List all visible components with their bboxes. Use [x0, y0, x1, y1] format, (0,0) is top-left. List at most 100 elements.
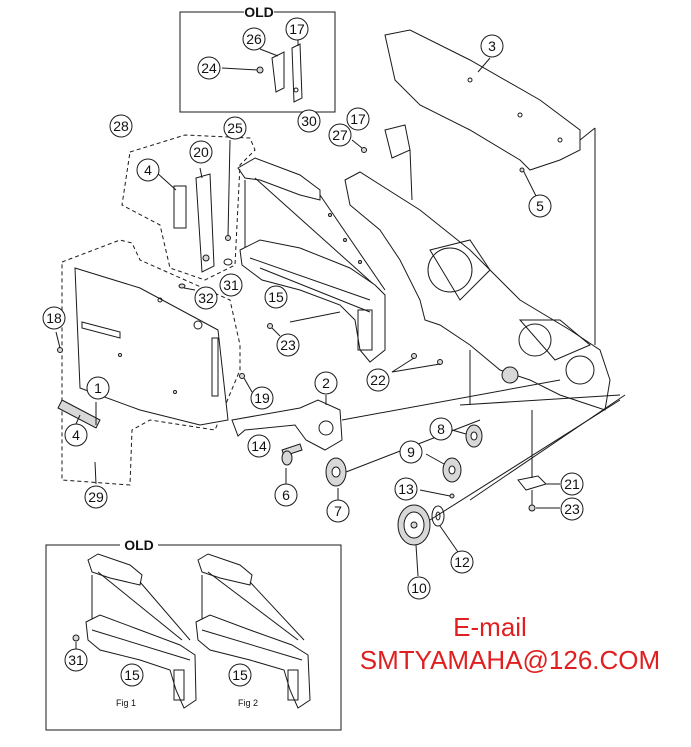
svg-text:7: 7: [334, 503, 342, 519]
email-address: SMTYAMAHA@126.COM: [359, 645, 661, 675]
washer-6: [281, 450, 293, 466]
callouts: 3 5 26 17 24 28 25 30 17 27 4 20 31 32 1…: [42, 17, 584, 687]
svg-text:26: 26: [246, 31, 262, 47]
callout-21: 21: [560, 472, 584, 496]
callout-30: 30: [297, 109, 321, 133]
part-2-lever: [231, 379, 561, 484]
callout-9: 9: [399, 440, 423, 464]
callout-17-top: 17: [285, 17, 309, 41]
part-13: [449, 493, 455, 499]
svg-text:22: 22: [370, 372, 386, 388]
callout-5: 5: [528, 194, 552, 218]
fig2-assembly: Fig 2: [195, 553, 311, 709]
part-30-frame: [237, 157, 386, 291]
svg-text:27: 27: [332, 127, 348, 143]
callout-12: 12: [450, 550, 474, 574]
svg-text:10: 10: [411, 580, 427, 596]
svg-text:13: 13: [398, 481, 414, 497]
svg-text:19: 19: [254, 390, 270, 406]
svg-text:30: 30: [301, 113, 317, 129]
svg-text:5: 5: [536, 198, 544, 214]
washer-12: [431, 505, 445, 527]
part-17-plate: [291, 43, 303, 103]
svg-text:12: 12: [454, 554, 470, 570]
screw-18: [57, 347, 63, 353]
svg-text:31: 31: [223, 277, 239, 293]
callout-23-main: 23: [276, 333, 300, 357]
callout-2: 2: [314, 371, 338, 395]
fig1-assembly: Fig 1: [72, 553, 197, 709]
part-20-bar: [195, 173, 215, 273]
screw-24: [256, 66, 264, 74]
callout-15-fig1: 15: [120, 663, 144, 687]
svg-text:21: 21: [564, 476, 580, 492]
email-label: E-mail: [453, 612, 527, 642]
svg-text:32: 32: [198, 290, 214, 306]
svg-text:23: 23: [280, 337, 296, 353]
screw-27: [361, 147, 367, 153]
callout-1: 1: [86, 376, 110, 400]
svg-text:17: 17: [289, 21, 305, 37]
svg-text:17: 17: [350, 111, 366, 127]
callout-26: 26: [242, 27, 266, 51]
fig2-label: Fig 2: [238, 698, 258, 708]
callout-18: 18: [42, 306, 66, 330]
old-bottom-inset: OLD Fig 1 Fig 2: [45, 537, 342, 731]
callout-24: 24: [197, 56, 221, 80]
callout-31-fig1: 31: [64, 648, 88, 672]
callout-25: 25: [223, 116, 247, 140]
callout-10: 10: [407, 576, 431, 600]
part-1-strip: [81, 321, 121, 339]
callout-32: 32: [194, 286, 218, 310]
callout-23-right: 23: [560, 497, 584, 521]
svg-text:20: 20: [193, 144, 209, 160]
svg-text:1: 1: [94, 380, 102, 396]
callout-20: 20: [189, 140, 213, 164]
svg-text:25: 25: [227, 120, 243, 136]
screw-25: [225, 235, 231, 241]
svg-text:31: 31: [68, 652, 84, 668]
part-4-spring: [57, 399, 101, 429]
svg-text:28: 28: [113, 118, 129, 134]
screw-5: [519, 167, 525, 173]
svg-text:24: 24: [201, 60, 217, 76]
svg-text:4: 4: [72, 427, 80, 443]
callout-4-bottom: 4: [64, 423, 88, 447]
callout-17-mid: 17: [346, 107, 370, 131]
svg-text:15: 15: [268, 289, 284, 305]
old-bottom-label: OLD: [124, 537, 154, 553]
old-top-inset: OLD: [179, 4, 336, 113]
gears-group: [325, 394, 626, 577]
svg-text:9: 9: [407, 444, 415, 460]
svg-text:8: 8: [437, 421, 445, 437]
svg-text:18: 18: [46, 310, 62, 326]
callout-27: 27: [328, 123, 352, 147]
callout-19: 19: [250, 386, 274, 410]
callout-28: 28: [109, 114, 133, 138]
callout-8: 8: [429, 417, 453, 441]
group-29-outline: [55, 239, 253, 486]
callout-6: 6: [274, 483, 298, 507]
callout-3: 3: [480, 34, 504, 58]
svg-text:14: 14: [251, 438, 267, 454]
old-top-label: OLD: [244, 4, 274, 20]
callout-4-top: 4: [136, 158, 160, 182]
part-3-side-plate: [384, 29, 581, 197]
callout-29: 29: [84, 485, 108, 509]
washer-31-fig1: [72, 634, 80, 642]
svg-text:29: 29: [88, 489, 104, 505]
callout-15-main: 15: [264, 285, 288, 309]
part-17-bracket: [384, 124, 411, 159]
svg-text:3: 3: [488, 38, 496, 54]
washer-31: [223, 258, 233, 266]
callout-22: 22: [366, 368, 390, 392]
callout-15-fig2: 15: [228, 663, 252, 687]
washer-32: [178, 283, 186, 289]
callout-31-main: 31: [219, 273, 243, 297]
callout-7: 7: [326, 499, 350, 523]
svg-text:4: 4: [144, 162, 152, 178]
svg-text:6: 6: [282, 487, 290, 503]
svg-text:23: 23: [564, 501, 580, 517]
part-15-rail: [239, 239, 386, 363]
